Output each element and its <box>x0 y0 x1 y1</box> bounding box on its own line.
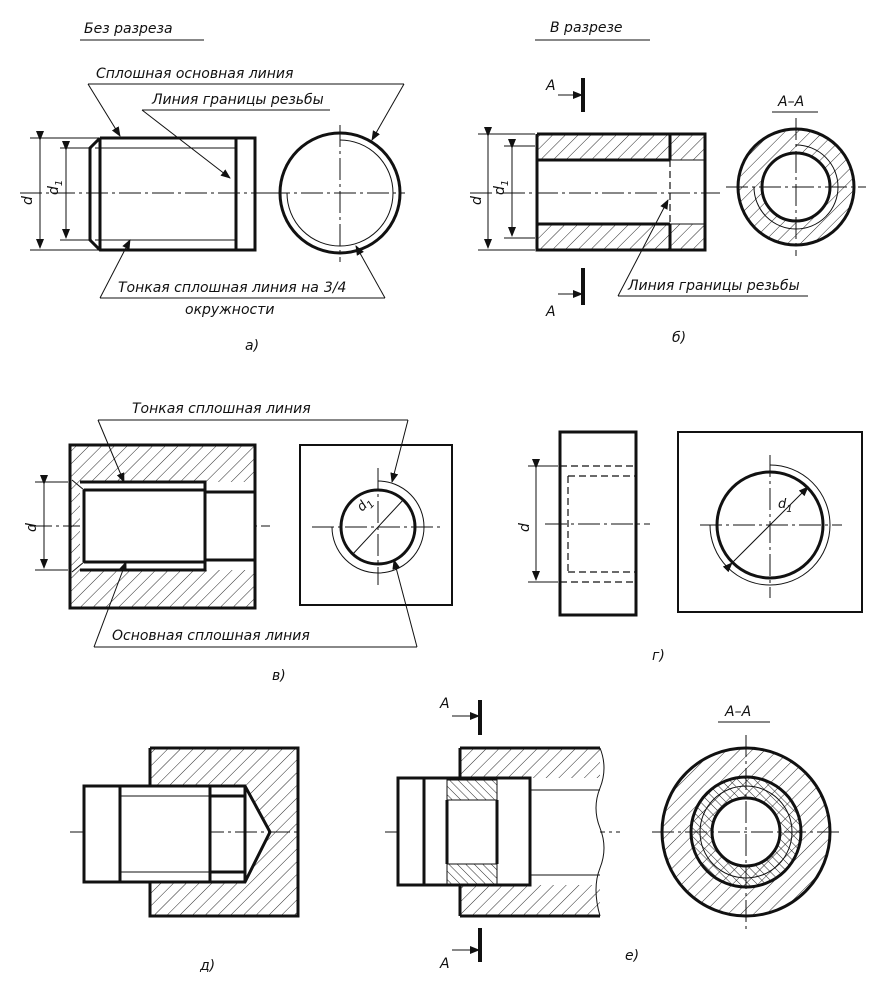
figure-g-side-view: d <box>517 430 650 617</box>
section-title-aa-e: А–А <box>724 704 751 720</box>
figure-a-callouts: Сплошная основная линия Линия границы ре… <box>87 66 405 354</box>
figure-b-section: А–А <box>726 94 866 256</box>
figure-label-a: а) <box>245 338 259 354</box>
callout-solid-main-line: Сплошная основная линия <box>96 66 293 82</box>
figure-v-side-view: d <box>24 443 270 610</box>
figure-g-end-view: d1 г) <box>652 431 863 664</box>
dim-d1-b: d1 <box>492 180 511 195</box>
section-mark-a-top: А <box>545 78 556 94</box>
header-left: Без разреза <box>80 21 204 41</box>
header-right: В разрезе <box>535 20 650 41</box>
figure-label-g: г) <box>652 648 665 664</box>
section-mark-a-bottom: А <box>545 304 556 320</box>
figure-label-e: е) <box>625 948 639 964</box>
section-title-aa-b: А–А <box>777 94 804 110</box>
callout-thin-solid-line: Тонкая сплошная линия <box>132 401 311 417</box>
callout-of-circle: окружности <box>185 302 274 318</box>
figure-v-end-view: d1 <box>299 444 453 606</box>
dim-d1-a: d1 <box>46 180 65 195</box>
figure-v-callouts: Тонкая сплошная линия Основная сплошная … <box>93 401 418 684</box>
dim-d1-g: d1 <box>778 497 793 515</box>
dim-d-a: d <box>20 196 36 205</box>
figure-e-section: А–А <box>652 704 842 930</box>
figure-b-side-view: d d1 А А <box>469 78 720 320</box>
figure-a-end-view <box>268 125 405 262</box>
dim-d-b: d <box>469 196 485 205</box>
figure-label-v: в) <box>272 668 286 684</box>
dim-d-g: d <box>517 523 533 532</box>
dim-d-v: d <box>24 523 40 532</box>
section-mark-a-e-bottom: А <box>439 956 450 972</box>
figure-a-side-view: d d1 <box>20 131 270 252</box>
callout-main-solid-line: Основная сплошная линия <box>112 628 310 644</box>
header-right-text: В разрезе <box>550 20 623 36</box>
figure-b-callouts: Линия границы резьбы б) <box>617 199 808 346</box>
callout-thread-boundary-b: Линия границы резьбы <box>627 278 800 294</box>
header-left-text: Без разреза <box>84 21 173 37</box>
section-mark-a-e-top: А <box>439 696 450 712</box>
figure-label-d: д) <box>199 958 215 974</box>
figure-e-assembly: А А е) <box>385 696 639 972</box>
figure-label-b: б) <box>672 330 686 346</box>
figure-d-assembly: д) <box>70 746 300 974</box>
callout-thread-boundary-a: Линия границы резьбы <box>151 92 324 108</box>
